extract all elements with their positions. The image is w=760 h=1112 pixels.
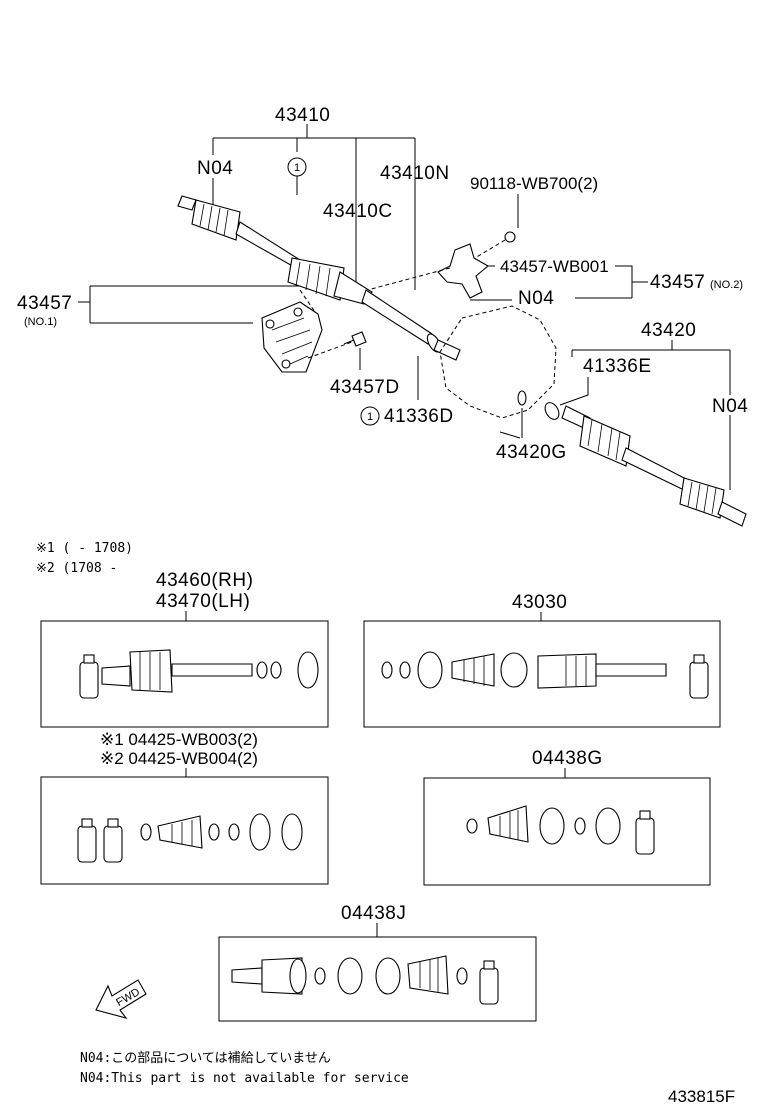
label-no2: (NO.2)	[710, 279, 743, 291]
bearing-bracket-43457-no1	[261, 301, 323, 373]
note-n04-japanese: N04:この部品については補給していません	[80, 1051, 331, 1066]
kit-04425-wb003[interactable]: ※1 04425-WB003(2)	[100, 730, 258, 749]
callout-43420[interactable]: 43420	[641, 320, 696, 341]
kit-box-04425	[40, 776, 329, 885]
circle-1-bottom-label: 1	[367, 411, 373, 423]
footnote-2: ※2 (1708 -	[36, 561, 117, 576]
callout-43457-wb001[interactable]: 43457-WB001	[500, 257, 609, 276]
callout-n04-mid[interactable]: N04	[518, 288, 554, 309]
reference-circle-1-bottom	[360, 406, 380, 426]
kit-box-04438J	[218, 936, 537, 1022]
callout-43457-no2[interactable]: 43457	[650, 272, 705, 293]
diagram-id: 433815F	[668, 1087, 735, 1106]
bracket-43457-no2	[437, 243, 489, 299]
kit-box-43030	[363, 620, 721, 728]
callout-41336E[interactable]: 41336E	[583, 356, 652, 377]
kit-43460-parts	[79, 649, 319, 699]
kit-04438J[interactable]: 04438J	[341, 903, 406, 924]
callout-n04-right[interactable]: N04	[712, 396, 748, 417]
callout-43410N[interactable]: 43410N	[380, 163, 450, 184]
callout-43410[interactable]: 43410	[275, 105, 330, 126]
kit-43470-lh[interactable]: 43470(LH)	[156, 591, 250, 612]
kit-04438J-parts	[231, 955, 499, 1005]
snap-ring-43420g	[517, 390, 527, 406]
bolt-43457d	[343, 331, 367, 347]
callout-n04-top[interactable]: N04	[197, 158, 233, 179]
kit-43030-parts	[381, 651, 709, 699]
fwd-label: FWD	[114, 986, 142, 1009]
label-no1: (NO.1)	[24, 316, 57, 328]
kit-43030[interactable]: 43030	[512, 592, 567, 613]
kit-box-04438G	[423, 777, 711, 886]
transaxle-outline	[439, 305, 557, 419]
kit-04438G-parts	[466, 805, 655, 855]
callout-43420G[interactable]: 43420G	[496, 442, 567, 463]
kit-04425-parts	[77, 813, 303, 863]
kit-04438G[interactable]: 04438G	[532, 748, 603, 769]
drive-shaft-right	[544, 402, 747, 527]
footnote-1: ※1 ( - 1708)	[36, 541, 133, 556]
kit-43460-rh[interactable]: 43460(RH)	[156, 570, 253, 591]
kit-04425-wb004[interactable]: ※2 04425-WB004(2)	[100, 749, 258, 768]
kit-box-43460	[40, 620, 329, 728]
note-n04-english: N04:This part is not available for servi…	[80, 1071, 409, 1086]
fwd-arrow-icon: FWD	[95, 979, 147, 1019]
callout-43410C[interactable]: 43410C	[323, 201, 393, 222]
callout-90118-wb700[interactable]: 90118-WB700(2)	[470, 174, 598, 193]
drive-shaft-left	[177, 195, 461, 361]
callout-41336D[interactable]: 41336D	[384, 406, 454, 427]
callout-43457-no1[interactable]: 43457	[17, 293, 72, 314]
circle-1-top-label: 1	[294, 162, 300, 174]
bolt-90118	[504, 231, 516, 243]
callout-43457D[interactable]: 43457D	[330, 377, 400, 398]
